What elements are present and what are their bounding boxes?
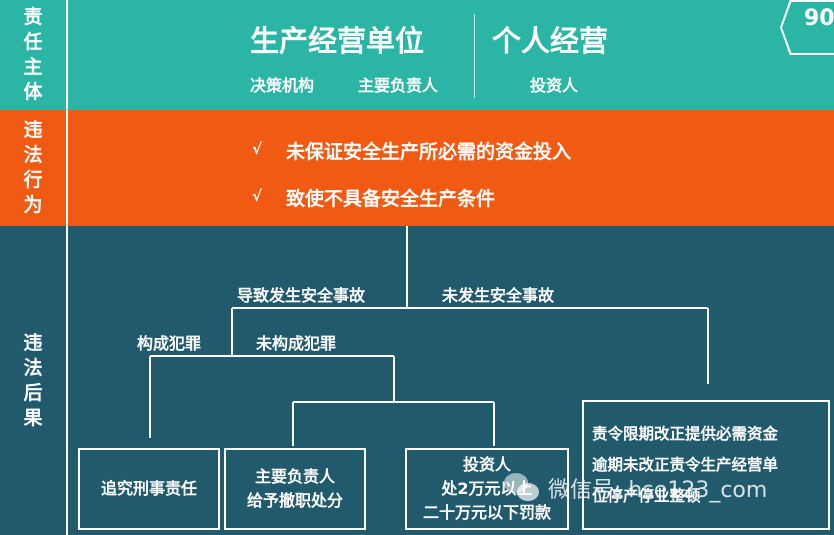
- personal-sub-investor: 投资人: [530, 76, 579, 95]
- subject-label-cell: 责任主体: [0, 0, 68, 110]
- branch-accident: 导致发生安全事故: [237, 286, 366, 305]
- flow-connector-lines: [149, 226, 709, 446]
- unit-sub-decision: 决策机构: [250, 76, 315, 95]
- behavior-label: 违法行为: [23, 119, 43, 216]
- subject-band: 责任主体 生产经营单位 决策机构 主要负责人 个人经营 投资人 90: [0, 0, 834, 110]
- rectify-line2: 逾期未改正责令生产经营单: [592, 455, 779, 474]
- criminal-liability-box: 追究刑事责任: [78, 448, 220, 530]
- behavior-item-conditions: 致使不具备安全生产条件: [286, 188, 496, 210]
- result-band: 违法后果 导致发生安全事故 未发生安全事故 构成犯罪 未构成犯罪 追究刑事责任 …: [0, 226, 834, 535]
- head-dismissal-line2: 给予撤职处分: [246, 491, 343, 510]
- unit-title: 生产经营单位: [250, 24, 425, 58]
- branch-no-accident: 未发生安全事故: [442, 286, 555, 305]
- rectify-line3: 位停产停业整顿: [592, 486, 701, 505]
- behavior-label-cell: 违法行为: [0, 110, 68, 226]
- investor-fine-line1: 投资人: [462, 455, 511, 474]
- watermark: 微信号: hse123_com: [504, 472, 767, 504]
- result-label: 违法后果: [23, 331, 43, 429]
- subject-divider: [474, 14, 475, 98]
- branch-no-crime: 未构成犯罪: [256, 334, 337, 353]
- rectify-box: 责令限期改正提供必需资金 逾期未改正责令生产经营单 位停产停业整顿: [582, 400, 830, 530]
- watermark-text: 微信号: hse123_com: [548, 478, 768, 503]
- page-badge: 90: [780, 0, 834, 55]
- branch-crime: 构成犯罪: [137, 334, 202, 353]
- check-icon: √: [252, 140, 263, 158]
- head-dismissal-line1: 主要负责人: [254, 467, 335, 486]
- page-number: 90: [804, 6, 834, 31]
- behavior-item-funding: 未保证安全生产所必需的资金投入: [286, 141, 572, 163]
- criminal-liability-text: 追究刑事责任: [100, 479, 197, 498]
- investor-fine-line3: 二十万元以下罚款: [422, 503, 551, 522]
- subject-label: 责任主体: [23, 6, 43, 103]
- unit-sub-head: 主要负责人: [358, 76, 439, 95]
- rectify-line1: 责令限期改正提供必需资金: [592, 424, 779, 443]
- head-dismissal-box: 主要负责人 给予撤职处分: [224, 448, 366, 530]
- wechat-icon: [504, 473, 540, 503]
- personal-title: 个人经营: [492, 24, 609, 58]
- result-label-cell: 违法后果: [0, 226, 68, 535]
- check-icon: √: [252, 187, 263, 205]
- behavior-band: 违法行为 √ 未保证安全生产所必需的资金投入 √ 致使不具备安全生产条件: [0, 110, 834, 226]
